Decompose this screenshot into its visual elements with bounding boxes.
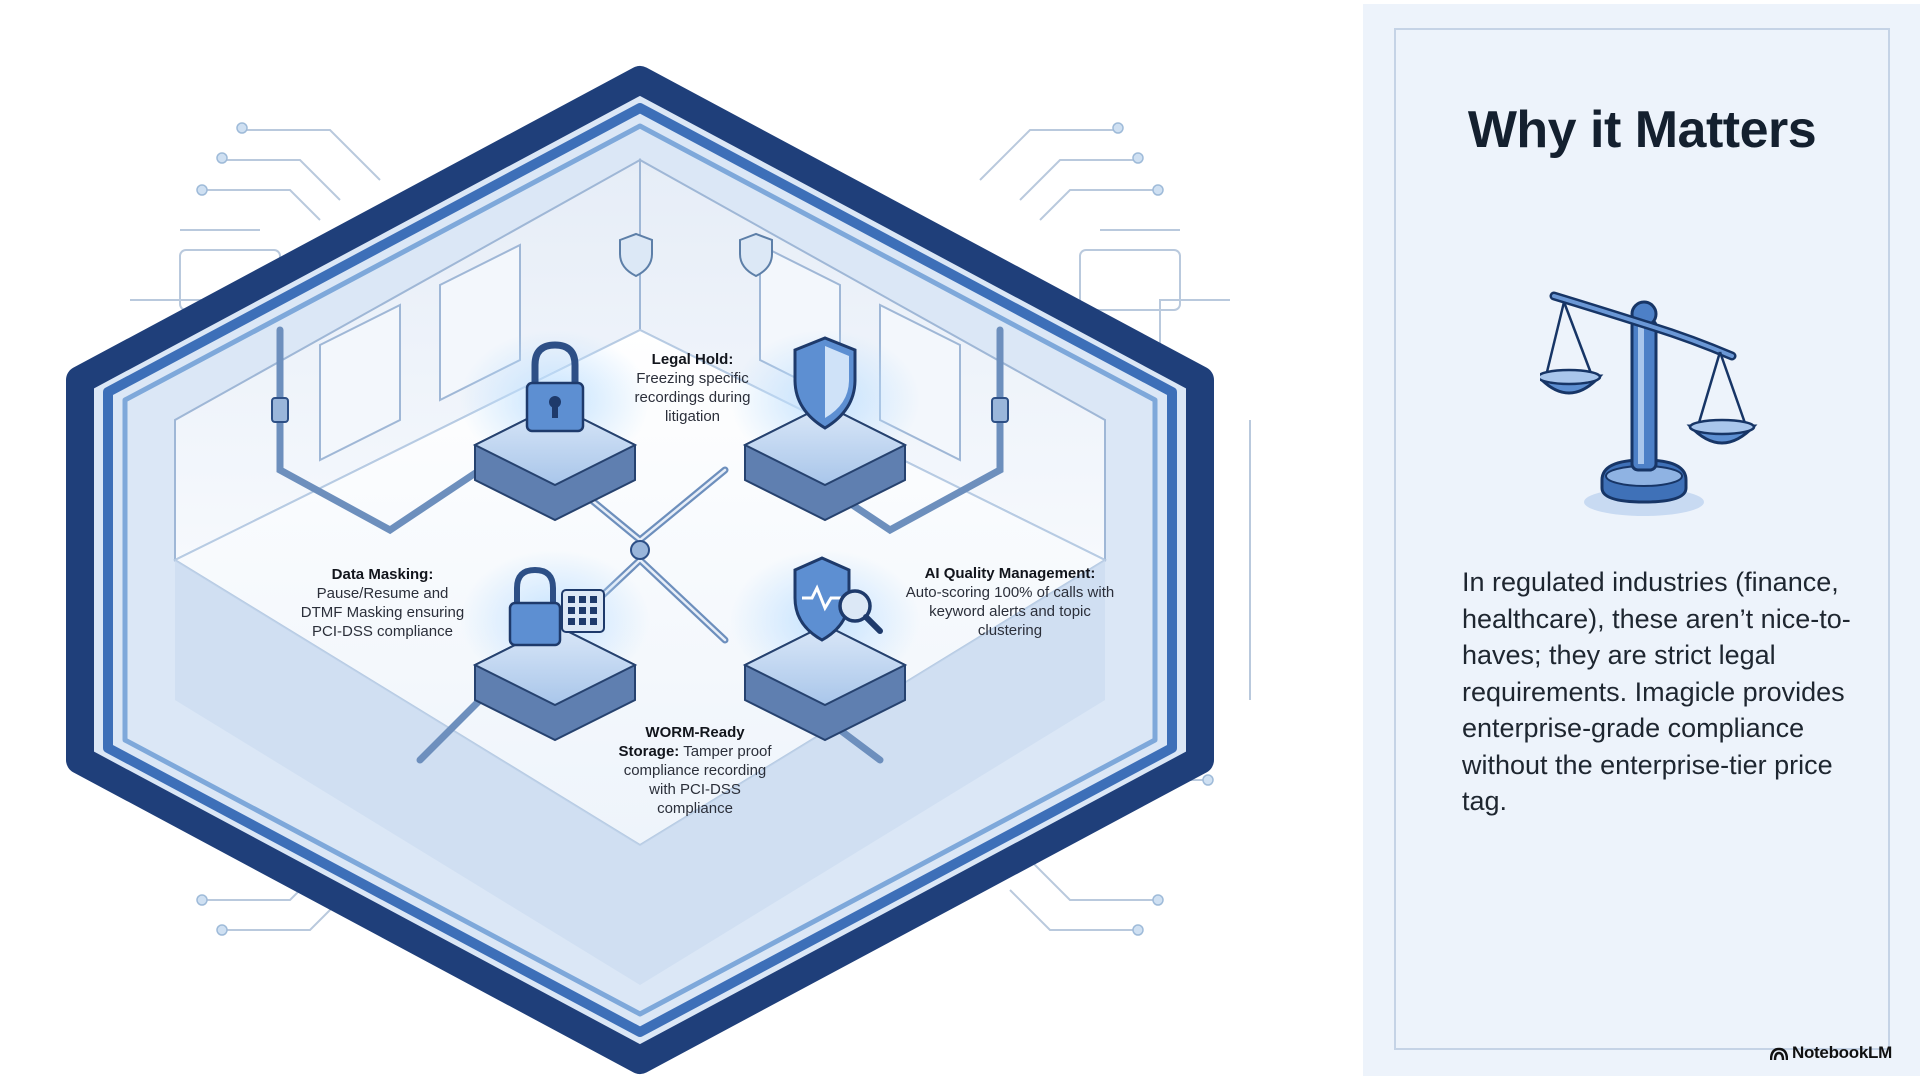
ai-quality-desc: Auto-scoring 100% of calls with keyword … — [905, 584, 1115, 639]
why-it-matters-panel — [1363, 4, 1920, 1076]
data-masking-label: Data Masking: Pause/Resume and DTMF Mask… — [300, 565, 465, 641]
worm-storage-desc: Tamper proof compliance recording with P… — [623, 743, 772, 817]
notebooklm-logo-icon — [1770, 1047, 1788, 1060]
panel-frame — [1394, 28, 1890, 1050]
compliance-diagram — [66, 66, 1251, 1074]
shield-magnifier-icon — [793, 556, 883, 642]
lock-keypad-icon — [508, 566, 605, 647]
ai-quality-label: AI Quality Management: Auto-scoring 100%… — [905, 564, 1115, 640]
scales-of-justice-icon — [1540, 291, 1758, 516]
ai-quality-title: AI Quality Management: — [924, 565, 1096, 582]
legal-hold-desc: Freezing specific recordings during liti… — [634, 370, 751, 425]
padlock-icon — [525, 341, 585, 433]
legal-hold-label: Legal Hold: Freezing specific recordings… — [605, 350, 780, 426]
data-masking-pedestal — [472, 566, 638, 742]
wall-shield-icon — [619, 232, 773, 278]
legal-hold-pedestal — [472, 341, 638, 522]
shield-icon — [793, 336, 857, 430]
data-masking-desc: Pause/Resume and DTMF Masking ensuring P… — [300, 585, 465, 640]
worm-storage-pedestal — [742, 336, 908, 522]
worm-storage-label: WORM-Ready Storage: Tamper proof complia… — [615, 723, 775, 818]
worm-storage-title: WORM-Ready Storage: — [618, 724, 745, 760]
panel-body-text: In regulated industries (finance, health… — [1462, 567, 1851, 816]
legal-hold-title: Legal Hold: — [651, 351, 734, 368]
ai-quality-pedestal — [742, 556, 908, 742]
notebooklm-watermark: NotebookLM — [1770, 1043, 1892, 1063]
data-masking-title: Data Masking: — [331, 566, 434, 583]
brand-label: NotebookLM — [1792, 1043, 1892, 1062]
panel-title: Why it Matters — [1467, 101, 1817, 159]
